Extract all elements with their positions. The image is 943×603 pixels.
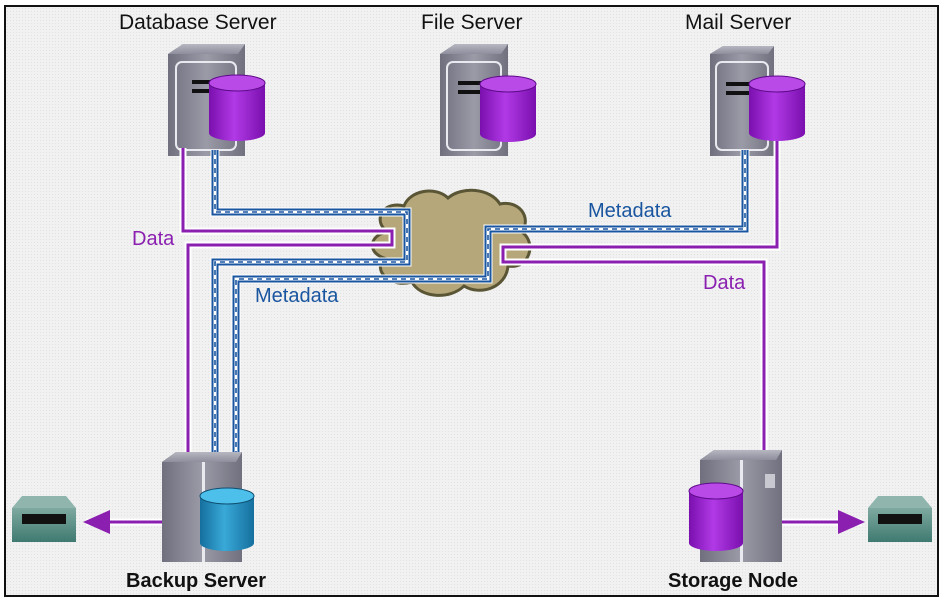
metadata-lines <box>210 150 750 458</box>
database-server[interactable] <box>168 44 266 156</box>
database-server-label: Database Server <box>119 11 277 34</box>
storage-node[interactable] <box>688 450 782 562</box>
backup-server-label: Backup Server <box>126 570 267 592</box>
file-server-label: File Server <box>421 11 523 34</box>
data-line-mail <box>499 141 862 526</box>
metadata-flow-label-top: Metadata <box>588 200 672 222</box>
metadata-line-mail <box>231 150 750 458</box>
backup-server[interactable] <box>162 452 255 562</box>
file-server[interactable] <box>440 44 537 156</box>
storage-node-label: Storage Node <box>668 570 799 592</box>
database-disk-icon <box>208 74 266 141</box>
data-flow-label-left: Data <box>132 228 175 250</box>
storage-disk-icon <box>688 482 744 551</box>
tape-device-left-icon[interactable] <box>12 496 76 542</box>
mail-disk-icon <box>748 75 806 141</box>
metadata-flow-label-bottom: Metadata <box>255 285 339 307</box>
metadata-line-database <box>210 150 412 458</box>
data-flow-label-right: Data <box>703 272 746 294</box>
mail-server-label: Mail Server <box>685 11 792 34</box>
tape-device-right-icon[interactable] <box>868 496 932 542</box>
file-disk-icon <box>479 75 537 142</box>
mail-server[interactable] <box>710 46 806 156</box>
backup-disk-icon <box>199 487 255 551</box>
